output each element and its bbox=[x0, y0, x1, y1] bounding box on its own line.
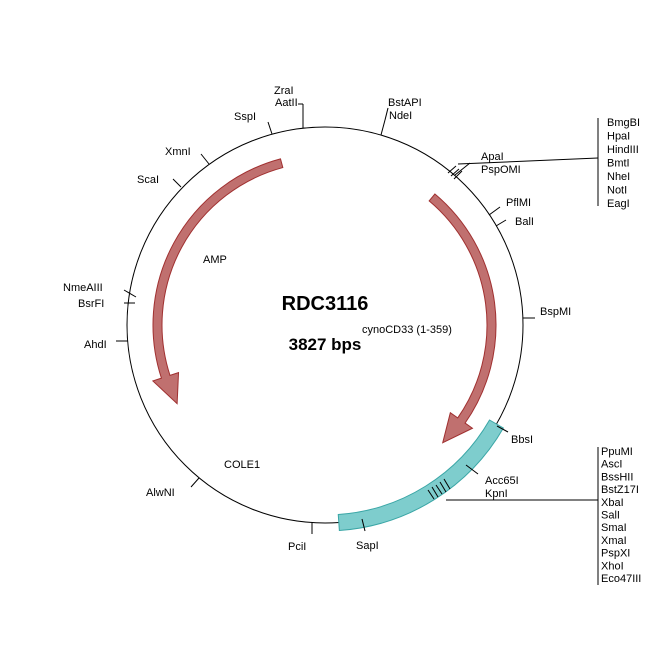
site-label-aatii: AatII bbox=[275, 97, 298, 109]
site-tick-bbsi bbox=[496, 425, 509, 433]
site-label-scai: ScaI bbox=[137, 174, 159, 186]
site-label-pspomi: PspOMI bbox=[481, 164, 521, 176]
site-label-eco47iii: Eco47III bbox=[601, 573, 641, 585]
site-label-alwni: AlwNI bbox=[146, 487, 175, 499]
plasmid-size: 3827 bps bbox=[289, 335, 362, 354]
site-label-kpni: KpnI bbox=[485, 488, 508, 500]
feature-cole1-box[interactable] bbox=[337, 419, 505, 532]
site-tick-apai bbox=[454, 162, 471, 176]
site-label-apai: ApaI bbox=[481, 151, 504, 163]
site-tick-pflmi bbox=[488, 206, 501, 216]
site-label-bali: BalI bbox=[515, 216, 534, 228]
site-label-nmeaiii: NmeAIII bbox=[63, 282, 103, 294]
site-tick-acc65i bbox=[465, 464, 479, 475]
site-label-acc65i: Acc65I bbox=[485, 475, 519, 487]
site-label-bsrfi: BsrFI bbox=[78, 298, 104, 310]
site-label-xbai: XbaI bbox=[601, 497, 624, 509]
site-label-sspi: SspI bbox=[234, 111, 256, 123]
site-label-pcii: PciI bbox=[288, 541, 306, 553]
site-label-ahdi: AhdI bbox=[84, 339, 107, 351]
site-label-pflmi: PflMI bbox=[506, 197, 531, 209]
plasmid-backbone bbox=[126, 126, 524, 524]
site-label-xmni: XmnI bbox=[165, 146, 191, 158]
feature-cynocd33-arrow[interactable] bbox=[428, 193, 497, 444]
site-tick-sspi bbox=[267, 121, 273, 135]
feature-label-amp: AMP bbox=[203, 254, 227, 266]
site-label-ndei: NdeI bbox=[389, 110, 412, 122]
site-cluster-bottom: PpuMIAscIBssHIIBstZ17IXbaISalISmaIXmaIPs… bbox=[427, 446, 641, 585]
plasmid-name: RDC3116 bbox=[282, 293, 369, 315]
feature-label-cole1: COLE1 bbox=[224, 459, 260, 471]
site-label-bstapi: BstAPI bbox=[388, 97, 422, 109]
site-label-zrai: ZraI bbox=[274, 85, 294, 97]
site-label-nhei: NheI bbox=[607, 171, 630, 183]
site-label-ppumi: PpuMI bbox=[601, 446, 633, 458]
site-label-sapi: SapI bbox=[356, 540, 379, 552]
feature-amp-arrow[interactable] bbox=[151, 158, 284, 405]
site-label-bsshii: BssHII bbox=[601, 471, 633, 483]
site-label-bspmi: BspMI bbox=[540, 306, 571, 318]
site-label-sali: SalI bbox=[601, 510, 620, 522]
site-tick-bstapi bbox=[380, 119, 386, 136]
site-label-bstz17i: BstZ17I bbox=[601, 484, 639, 496]
site-label-noti: NotI bbox=[607, 185, 627, 197]
site-label-xhoi: XhoI bbox=[601, 560, 624, 572]
site-tick-scai bbox=[172, 178, 182, 188]
site-label-pspxi: PspXI bbox=[601, 548, 630, 560]
site-label-eagi: EagI bbox=[607, 198, 630, 210]
site-tick-bali bbox=[495, 219, 507, 227]
site-tick-alwni bbox=[190, 477, 200, 488]
site-tick-sapi bbox=[361, 518, 366, 532]
site-label-bbsi: BbsI bbox=[511, 434, 533, 446]
site-tick-xmni bbox=[200, 153, 210, 165]
site-label-asci: AscI bbox=[601, 459, 622, 471]
site-label-bmti: BmtI bbox=[607, 158, 630, 170]
site-label-hpai: HpaI bbox=[607, 131, 630, 143]
site-label-bmgbi: BmgBI bbox=[607, 117, 640, 129]
site-tick-bstapi-2 bbox=[384, 107, 389, 121]
site-label-hindiii: HindIII bbox=[607, 144, 639, 156]
site-tick-nmeaiii bbox=[123, 289, 137, 298]
site-label-xmai: XmaI bbox=[601, 535, 627, 547]
site-label-smai: SmaI bbox=[601, 522, 627, 534]
feature-label-cynocd33: cynoCD33 (1-359) bbox=[362, 324, 452, 336]
